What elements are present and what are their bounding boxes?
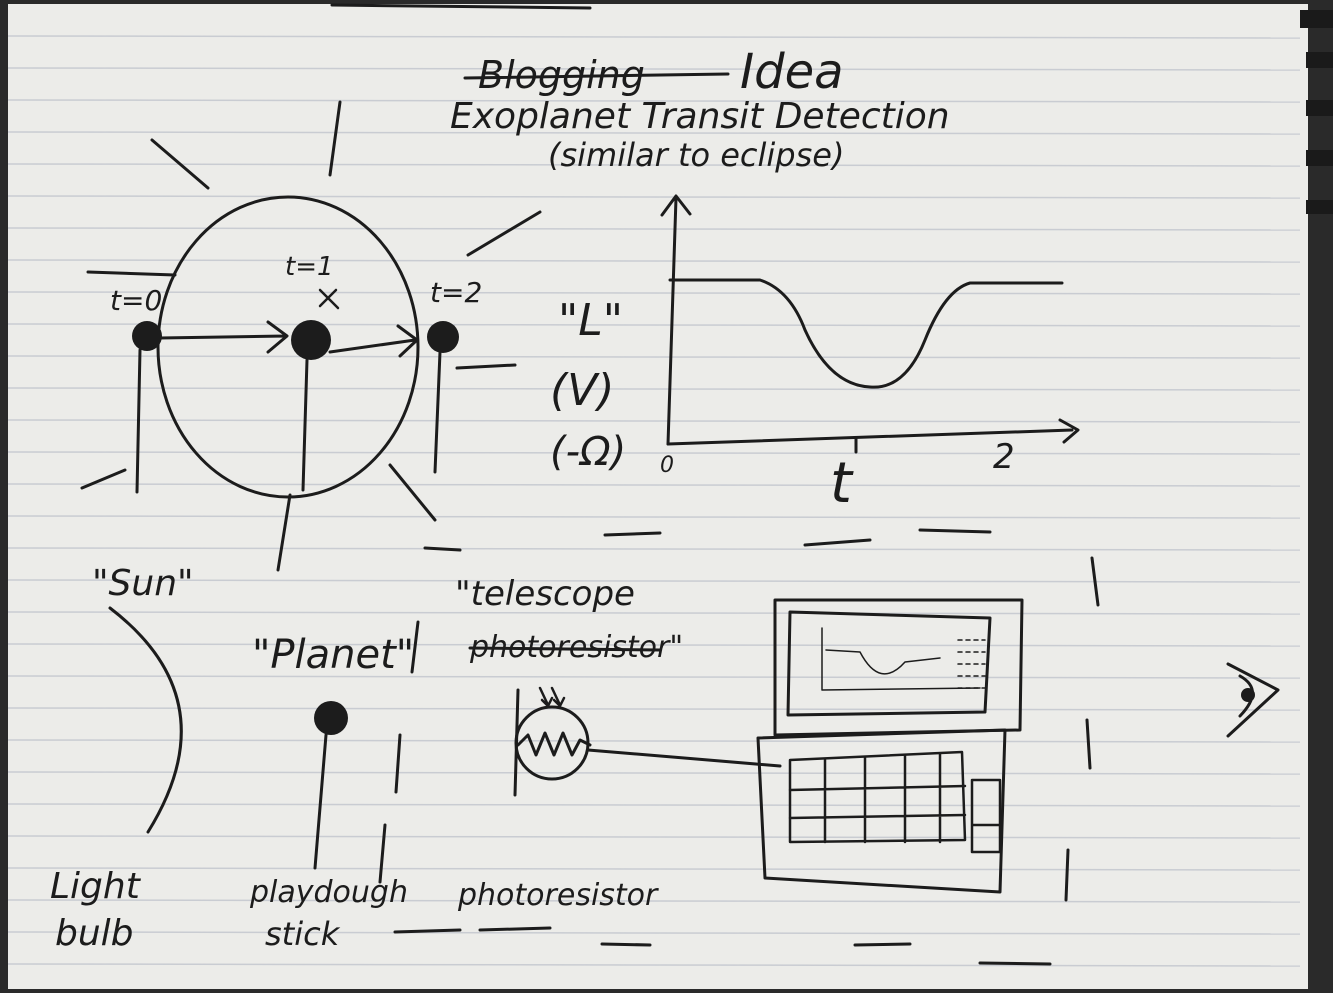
rule-line bbox=[7, 547, 1301, 551]
rule-line bbox=[7, 643, 1301, 647]
photoresistor-label: photoresistor bbox=[457, 878, 659, 913]
page-subtitle: (similar to eclipse) bbox=[548, 136, 844, 174]
sun-label: "Sun" bbox=[92, 563, 194, 604]
photoresistor-stand bbox=[513, 688, 520, 797]
x-tick-2: 2 bbox=[993, 437, 1015, 477]
planet-mark bbox=[410, 620, 420, 674]
rule-line bbox=[7, 675, 1301, 679]
laptop-screen-curve bbox=[825, 649, 941, 675]
lightbulb-label-1: Light bbox=[50, 866, 142, 907]
sun-ray bbox=[80, 468, 127, 490]
header: Blogging Idea Exoplanet Transit Detectio… bbox=[450, 44, 950, 174]
rule-line bbox=[7, 291, 1301, 295]
planet-dot bbox=[291, 320, 331, 360]
rule-line bbox=[7, 451, 1301, 455]
wire bbox=[586, 748, 782, 768]
laptop-icon bbox=[756, 598, 1024, 894]
lightbulb-label-2: bulb bbox=[55, 913, 134, 954]
rule-line bbox=[7, 99, 1301, 103]
motion-arrow bbox=[328, 324, 419, 358]
playdough-planet bbox=[314, 701, 348, 735]
planet-dot bbox=[427, 321, 459, 353]
rule-line bbox=[7, 483, 1301, 487]
sun-ray bbox=[276, 493, 292, 572]
x-axis-label: t bbox=[830, 451, 854, 516]
sun-ray bbox=[466, 210, 542, 257]
rule-line bbox=[7, 259, 1301, 263]
playdough-stick bbox=[313, 733, 328, 870]
motion-arrow bbox=[158, 320, 289, 354]
light-curve-graph: "L" (V) (-Ω) 0 1 2 t bbox=[550, 194, 1080, 516]
stray-marks bbox=[330, 3, 1100, 966]
planet-stick bbox=[433, 350, 442, 474]
rule-line bbox=[7, 835, 1301, 839]
rule-line bbox=[7, 931, 1301, 935]
label-t1: t=1 bbox=[285, 252, 334, 282]
light-arrows bbox=[538, 686, 566, 708]
setup-diagram: "Sun" Light bulb "Planet" playdough stic… bbox=[50, 563, 1280, 954]
rule-line bbox=[7, 195, 1301, 199]
sun-ray bbox=[328, 100, 342, 177]
transit-diagram: t=0 t=1 t=2 bbox=[80, 100, 542, 572]
rule-line bbox=[7, 739, 1301, 743]
planet-label: "Planet" bbox=[252, 632, 414, 678]
rule-line bbox=[7, 963, 1301, 967]
rule-line bbox=[7, 611, 1301, 615]
stick-label-1: playdough bbox=[249, 875, 408, 910]
resistor-zigzag bbox=[516, 731, 592, 757]
label-t2: t=2 bbox=[430, 276, 482, 309]
planet-dot bbox=[132, 321, 162, 351]
strike-line bbox=[468, 646, 662, 652]
rule-line bbox=[7, 227, 1301, 231]
rule-line bbox=[7, 35, 1301, 39]
ruled-lines bbox=[7, 35, 1301, 967]
rule-line bbox=[7, 67, 1301, 71]
rule-line bbox=[7, 899, 1301, 903]
x-axis bbox=[666, 418, 1080, 446]
rule-line bbox=[7, 387, 1301, 391]
rule-line bbox=[7, 419, 1301, 423]
stick-label-2: stick bbox=[265, 915, 341, 953]
rule-line bbox=[7, 579, 1301, 583]
sun-ray bbox=[86, 270, 177, 277]
rule-line bbox=[7, 131, 1301, 135]
y-label-v: (V) bbox=[550, 365, 614, 416]
page-title: Exoplanet Transit Detection bbox=[450, 96, 950, 137]
planet-small-icon bbox=[318, 288, 340, 310]
rule-line bbox=[7, 771, 1301, 775]
eye-icon bbox=[1226, 662, 1280, 738]
planet-stick bbox=[301, 358, 309, 492]
planet-stick bbox=[135, 348, 142, 494]
rule-line bbox=[7, 323, 1301, 327]
x-tick-0: 0 bbox=[660, 453, 674, 478]
spiral-binding bbox=[1300, 10, 1333, 214]
idea-word: Idea bbox=[740, 44, 844, 100]
rule-line bbox=[7, 707, 1301, 711]
light-curve bbox=[668, 278, 1064, 389]
paper-sheet bbox=[8, 4, 1308, 989]
telescope-label: "telescope bbox=[455, 574, 635, 614]
rule-line bbox=[7, 515, 1301, 519]
sun-ray bbox=[455, 363, 517, 370]
star-circle bbox=[156, 195, 420, 499]
sun-ray bbox=[150, 138, 210, 190]
rule-line bbox=[7, 803, 1301, 807]
y-axis bbox=[660, 194, 692, 446]
lightbulb-arc bbox=[108, 606, 183, 834]
y-label-l: "L" bbox=[558, 295, 623, 346]
rule-line bbox=[7, 355, 1301, 359]
label-t0: t=0 bbox=[110, 284, 162, 317]
sun-ray bbox=[388, 463, 437, 522]
y-label-ohm: (-Ω) bbox=[550, 429, 626, 475]
rule-line bbox=[7, 163, 1301, 167]
rule-line bbox=[7, 867, 1301, 871]
strike-line bbox=[463, 72, 730, 80]
